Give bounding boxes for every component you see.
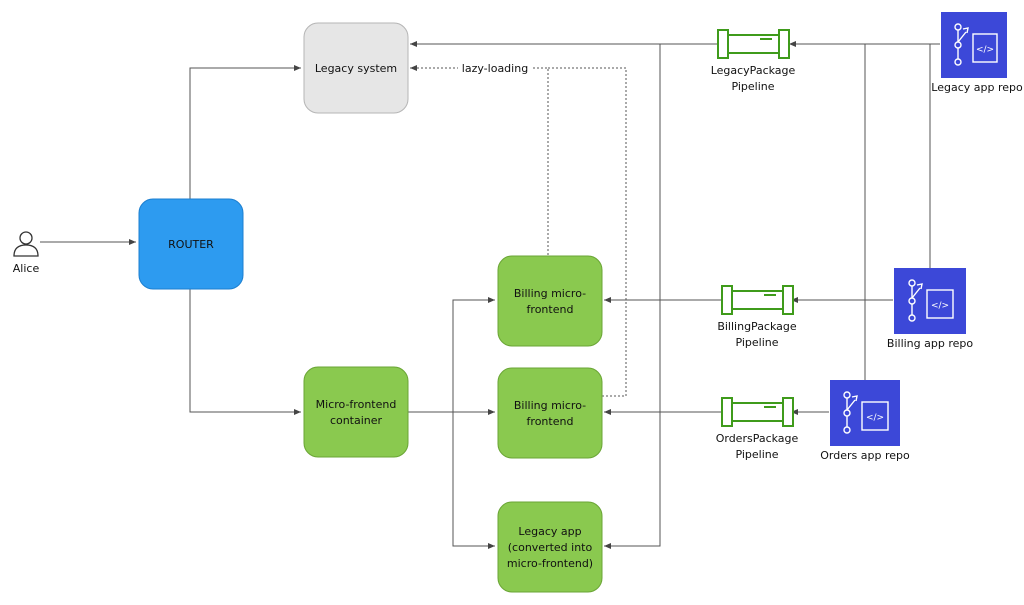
billing-mf-1-label-line-2: frontend [527,303,574,316]
code-repository-icon: </> [954,23,998,66]
pipeline-orders-package[interactable]: OrdersPackage Pipeline [716,397,799,461]
legacy-app-label-line-3: micro-frontend) [507,557,593,570]
pipeline-billing-package[interactable]: BillingPackage Pipeline [717,285,797,349]
repo-legacy-app[interactable]: </> Legacy app repo [931,12,1023,94]
legacy-app-node[interactable]: Legacy app (converted into micro-fronten… [497,501,603,593]
mf-container-label-line-1: Micro-frontend [316,398,397,411]
legacy-system-label: Legacy system [315,62,397,75]
legacy-system-node[interactable]: Legacy system [303,22,409,114]
svg-text:</>: </> [931,301,949,311]
pipeline-legacy-label-line-2: Pipeline [731,80,774,93]
pipeline-orders-label-line-2: Pipeline [735,448,778,461]
repo-billing-label: Billing app repo [887,337,973,350]
pipeline-billing-label-line-1: BillingPackage [717,320,797,333]
billing-mf-1-label-line-1: Billing micro- [514,287,586,300]
pipeline-icon [717,29,790,59]
edge-router-legacy-system [189,65,301,199]
mf-container-label-line-2: container [330,414,383,427]
pipeline-legacy-package[interactable]: LegacyPackage Pipeline [711,29,796,93]
billing-mf-2-label-line-1: Billing micro- [514,399,586,412]
billing-mf-2-label-line-2: frontend [527,415,574,428]
edge-legacy-pipeline-legacy-app [604,43,718,549]
repo-billing-app[interactable]: </> Billing app repo [887,268,973,350]
router-label: ROUTER [168,238,214,251]
alice-label: Alice [13,262,40,275]
repo-orders-app[interactable]: </> Orders app repo [820,380,910,462]
pipeline-icon [721,397,794,427]
code-repository-icon: </> [908,279,954,322]
edge-container-billing-1 [408,297,495,413]
edge-lazy-loading [410,65,549,255]
lazy-loading-label-bg [458,60,532,75]
alice-actor[interactable]: Alice [13,231,40,275]
svg-text:</>: </> [976,45,994,55]
code-repository-icon: </> [843,391,889,434]
micro-frontend-container-node[interactable]: Micro-frontend container [303,366,409,458]
repo-orders-label: Orders app repo [820,449,910,462]
pipeline-legacy-label-line-1: LegacyPackage [711,64,796,77]
person-icon [13,231,39,257]
edge-lazy-loading-2 [548,67,627,397]
legacy-app-label-line-1: Legacy app [518,525,581,538]
billing-micro-frontend-node-1[interactable]: Billing micro- frontend [497,255,603,347]
pipeline-icon [721,285,794,315]
repo-legacy-label: Legacy app repo [931,81,1023,94]
billing-micro-frontend-node-2[interactable]: Billing micro- frontend [497,367,603,459]
legacy-app-label-line-2: (converted into [508,541,593,554]
connectors [40,41,940,549]
router-node[interactable]: ROUTER [138,198,244,290]
svg-text:</>: </> [866,413,884,423]
edge-container-legacy-app [452,412,495,549]
pipeline-orders-label-line-1: OrdersPackage [716,432,799,445]
lazy-loading-label: lazy-loading [462,62,528,75]
pipeline-billing-label-line-2: Pipeline [735,336,778,349]
edge-router-mf-container [189,289,301,415]
